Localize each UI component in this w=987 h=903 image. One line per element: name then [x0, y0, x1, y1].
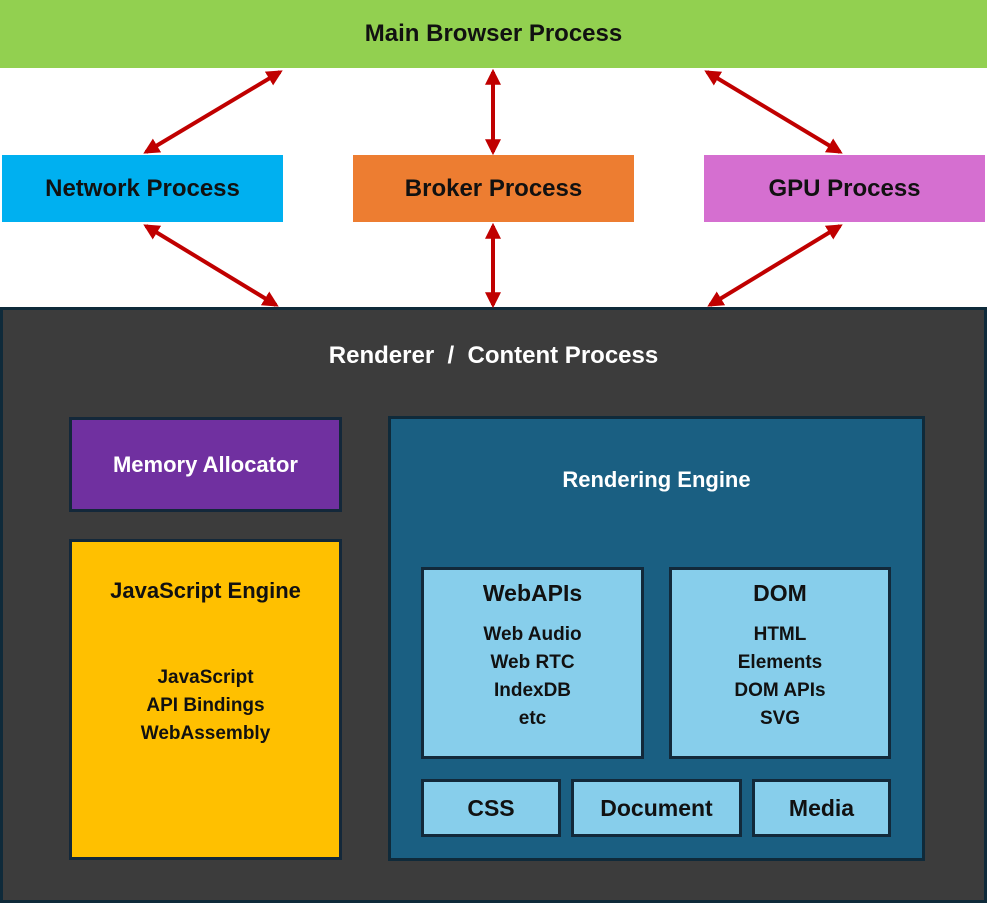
- dom-item: HTML: [753, 624, 807, 645]
- javascript-engine: JavaScript Engine JavaScript API Binding…: [69, 539, 342, 860]
- renderer-title: Renderer / Content Process: [328, 342, 659, 369]
- dom-box: DOM HTML Elements DOM APIs SVG: [669, 567, 891, 759]
- arrow-network-renderer: [143, 224, 279, 307]
- document-label: Document: [600, 794, 713, 821]
- webapis-item: IndexDB: [493, 680, 572, 701]
- media-label: Media: [788, 794, 855, 821]
- webapis-title: WebAPIs: [482, 580, 583, 606]
- gpu-process: GPU Process: [704, 155, 985, 222]
- webapis-items: Web Audio Web RTC IndexDB etc: [424, 621, 641, 733]
- gpu-process-label: GPU Process: [768, 174, 921, 202]
- broker-process-label: Broker Process: [404, 174, 583, 202]
- dom-item: SVG: [759, 708, 801, 729]
- webapis-item: etc: [518, 708, 547, 729]
- arrow-gpu-renderer: [707, 224, 843, 307]
- javascript-engine-items: JavaScript API Bindings WebAssembly: [141, 664, 271, 748]
- memory-allocator-label: Memory Allocator: [112, 451, 298, 477]
- network-process-label: Network Process: [45, 174, 240, 202]
- broker-process: Broker Process: [353, 155, 634, 222]
- main-browser-process: Main Browser Process: [0, 0, 987, 68]
- arrow-main-network: [143, 70, 283, 154]
- css-label: CSS: [467, 794, 515, 821]
- js-item: WebAssembly: [140, 723, 271, 744]
- arrow-main-gpu: [704, 70, 843, 154]
- js-item: JavaScript: [157, 667, 254, 688]
- dom-item: Elements: [737, 652, 823, 673]
- memory-allocator: Memory Allocator: [69, 417, 342, 512]
- dom-items: HTML Elements DOM APIs SVG: [672, 621, 888, 733]
- webapis-box: WebAPIs Web Audio Web RTC IndexDB etc: [421, 567, 644, 759]
- network-process: Network Process: [2, 155, 283, 222]
- webapis-item: Web Audio: [483, 624, 582, 645]
- rendering-engine-title: Rendering Engine: [562, 467, 751, 492]
- dom-title: DOM: [753, 580, 807, 606]
- css-box: CSS: [421, 779, 561, 837]
- media-box: Media: [752, 779, 891, 837]
- webapis-item: Web RTC: [490, 652, 575, 673]
- javascript-engine-title: JavaScript Engine: [110, 578, 301, 603]
- rendering-engine: Rendering Engine WebAPIs Web Audio Web R…: [388, 416, 925, 861]
- main-browser-process-label: Main Browser Process: [364, 20, 623, 47]
- dom-item: DOM APIs: [734, 680, 826, 701]
- document-box: Document: [571, 779, 742, 837]
- js-item: API Bindings: [146, 695, 265, 716]
- renderer-content-process: Renderer / Content Process Memory Alloca…: [0, 307, 987, 903]
